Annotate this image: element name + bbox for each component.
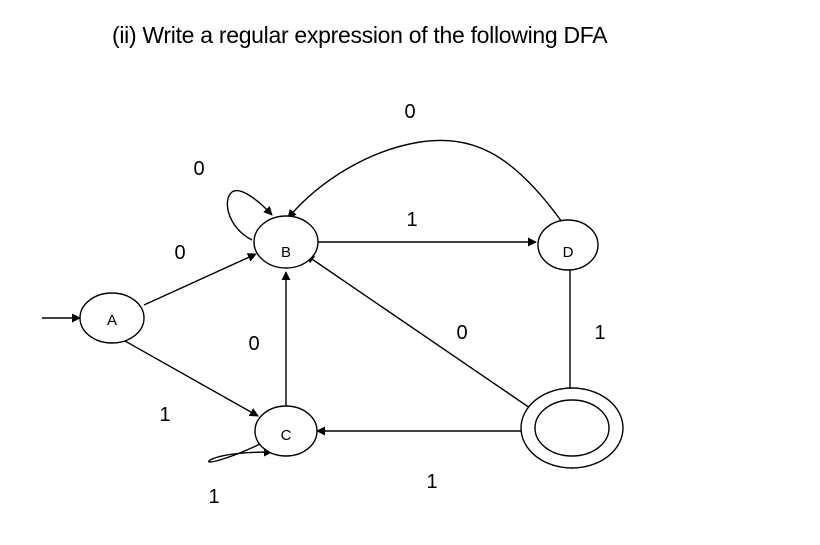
edge-c-c-loop (207, 442, 273, 463)
state-d-label: D (563, 244, 574, 261)
label-b-d: 1 (406, 209, 417, 231)
edge-e-b (305, 254, 531, 409)
edge-a-b (143, 253, 257, 306)
edge-b-b-loop (226, 189, 273, 241)
state-a-label: A (107, 312, 117, 329)
edge-d-b (287, 139, 563, 223)
state-e (534, 399, 610, 457)
label-d-e: 1 (594, 322, 605, 344)
state-b (253, 215, 319, 269)
state-d (537, 219, 599, 271)
state-a (79, 292, 145, 344)
edge-a-c (124, 340, 259, 417)
state-c-label: C (281, 427, 292, 444)
label-a-b: 0 (174, 242, 185, 264)
state-b-label: B (281, 244, 291, 261)
state-c (254, 405, 318, 457)
label-d-b: 0 (404, 101, 415, 123)
question-text: (ii) Write a regular expression of the f… (112, 22, 608, 48)
label-e-c: 1 (426, 471, 437, 493)
label-e-b: 0 (456, 322, 467, 344)
label-a-c: 1 (159, 404, 170, 426)
label-c-c: 1 (208, 486, 219, 508)
label-b-b: 0 (193, 158, 204, 180)
label-c-b: 0 (248, 333, 259, 355)
